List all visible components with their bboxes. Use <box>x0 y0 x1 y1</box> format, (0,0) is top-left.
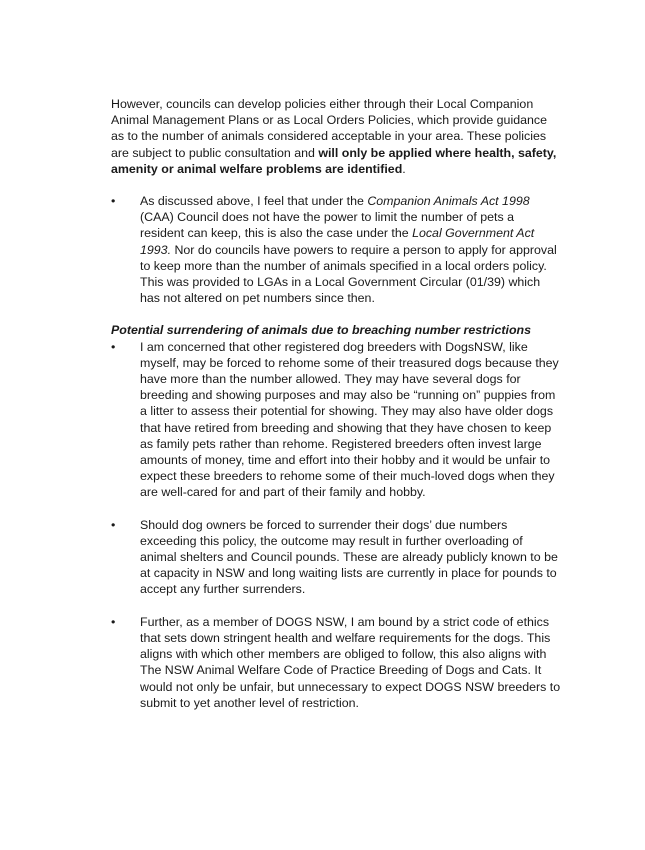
bullet-text: Further, as a member of DOGS NSW, I am b… <box>140 614 561 710</box>
bullet-item-ethics: • Further, as a member of DOGS NSW, I am… <box>111 614 561 711</box>
intro-bold-text: will only be applied where health, safet… <box>111 145 557 176</box>
bullet-text: Should dog owners be forced to surrender… <box>140 517 558 597</box>
intro-text-2: . <box>402 161 406 176</box>
bullet1-text-2: (CAA) Council does not have the power to… <box>140 210 514 241</box>
bullet-text: As discussed above, I feel that under th… <box>140 193 561 306</box>
bullet-item-caa: • As discussed above, I feel that under … <box>111 193 561 306</box>
intro-text-1: However, councils can develop policies e… <box>111 97 547 160</box>
section-heading: Potential surrendering of animals due to… <box>111 323 531 338</box>
bullet1-italic-2: Local Government Act 1993. <box>140 226 535 257</box>
bullet-text: I am concerned that other registered dog… <box>140 339 559 500</box>
bullet-icon: • <box>111 339 116 354</box>
bullet-item-surrender: • Should dog owners be forced to surrend… <box>111 517 561 598</box>
bullet1-text-1: As discussed above, I feel that under th… <box>140 194 368 209</box>
intro-paragraph: However, councils can develop policies e… <box>111 96 561 177</box>
bullet1-text-3: Nor do councils have powers to require a… <box>140 242 557 306</box>
bullet-icon: • <box>111 614 116 629</box>
bullet-icon: • <box>111 517 116 532</box>
bullet-icon: • <box>111 194 116 209</box>
bullet-item-breeders: • I am concerned that other registered d… <box>111 339 561 501</box>
bullet1-italic-1: Companion Animals Act 1998 <box>367 194 530 209</box>
